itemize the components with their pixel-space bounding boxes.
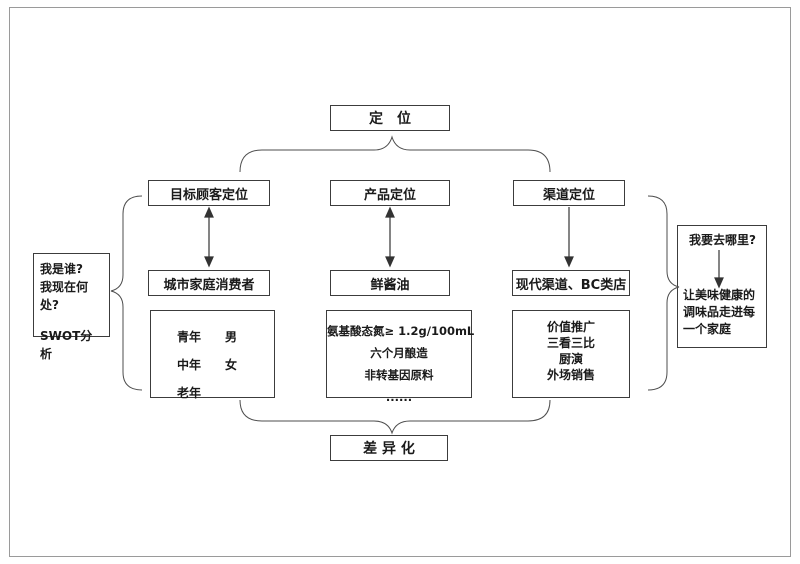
urban-family-consumer-box: 城市家庭消费者 [148,270,270,296]
list-item: 中年 女 [177,358,238,372]
right-note-box: 我要去哪里? 让美味健康的调味品走进每一个家庭 [677,225,767,348]
list-item: 六个月酿造 [370,346,428,360]
list-item: 价值推广 [546,320,595,334]
left-brace [110,195,143,391]
list-item: 氨基酸态氮≥ 1.2g/100mL [327,324,475,338]
right-note-question: 我要去哪里? [689,233,756,247]
positioning-hub-box: 定 位 [330,105,450,131]
top-brace [239,135,551,173]
right-note-answer: 让美味健康的调味品走进每一个家庭 [683,288,756,336]
left-note-line: 我现在何处? [40,280,89,312]
fresh-soy-sauce-box: 鲜酱油 [330,270,450,296]
list-item: 青年 男 [177,330,238,344]
modern-channel-bc-store-box: 现代渠道、BC类店 [512,270,630,296]
list-item: 非转基因原料 [364,368,434,382]
customer-detail-list: 青年 男 中年 女 老年 [150,310,275,400]
double-arrow-product [385,206,395,268]
left-note-box: 我是谁? 我现在何处? SWOT分析 [33,253,110,361]
product-positioning-box: 产品定位 [330,180,450,206]
list-item: 三看三比 [546,336,595,350]
list-item: 老年 [177,386,202,400]
product-detail-list: 氨基酸态氮≥ 1.2g/100mL 六个月酿造 非转基因原料 ...... [326,310,475,404]
left-note-line: SWOT分析 [40,329,93,361]
channel-positioning-box: 渠道定位 [513,180,625,206]
down-arrow-channel [564,207,574,268]
differentiation-box: 差 异 化 [330,435,448,461]
target-customer-positioning-box: 目标顾客定位 [148,180,270,206]
list-item: 厨演 [558,352,583,366]
list-item: ...... [385,390,413,404]
double-arrow-customer [204,206,214,268]
left-note-line: 我是谁? [40,262,83,276]
list-item: 外场销售 [546,368,595,382]
right-brace [647,195,680,391]
channel-detail-list: 价值推广 三看三比 厨演 外场销售 [512,310,630,398]
